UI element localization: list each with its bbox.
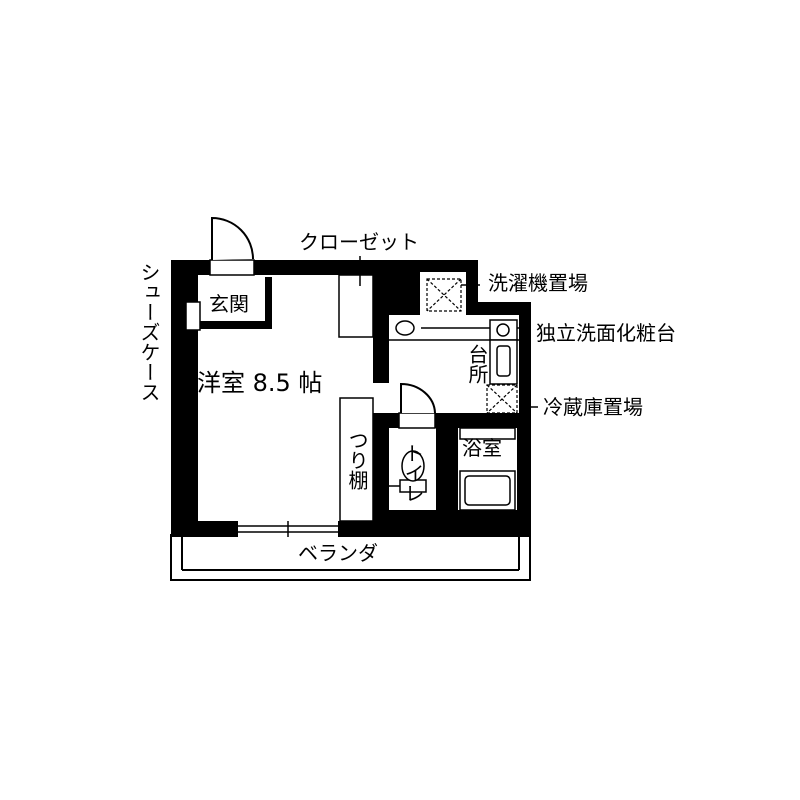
western-room-label: 洋室 8.5 帖 (197, 369, 322, 397)
corridor-floor (373, 383, 389, 413)
kitchen-label: 台所 (465, 344, 489, 384)
veranda (170, 534, 531, 581)
veranda-label: ベランダ (298, 541, 378, 565)
toilet-door (398, 382, 436, 429)
toilet-label: トイレ (401, 443, 425, 503)
shoe-case (185, 301, 201, 331)
bathtub (459, 427, 516, 511)
washing-machine-space (426, 278, 480, 312)
veranda-window (238, 521, 338, 537)
washing-machine-callout: 洗濯機置場 (488, 271, 588, 295)
hanging-shelf-label: つり棚 (345, 430, 369, 490)
closet-label: クローゼット (299, 230, 419, 254)
bathroom-label: 浴室 (462, 436, 502, 460)
vanity-unit (389, 319, 530, 385)
toilet-fixture (389, 450, 427, 493)
closet (338, 256, 374, 338)
leader-lines (174, 320, 538, 408)
fridge-space (486, 384, 518, 414)
fridge-callout: 冷蔵庫置場 (543, 395, 643, 419)
vanity-callout: 独立洗面化粧台 (536, 321, 676, 345)
hanging-shelf (339, 397, 374, 522)
entrance-door (209, 216, 255, 276)
entrance-label: 玄関 (209, 292, 249, 316)
entrance-floor (198, 277, 265, 321)
shoe-case-callout: シューズケース (137, 262, 161, 402)
